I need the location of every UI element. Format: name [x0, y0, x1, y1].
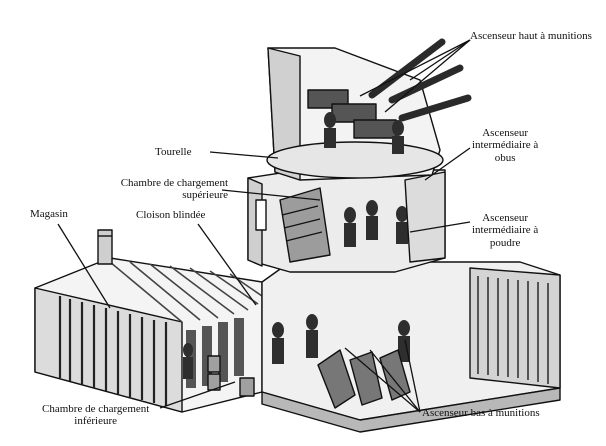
label-chamber-lower-line-2: inférieure — [74, 415, 118, 428]
label-hoist-top: Ascenseur haut à munitions — [470, 30, 592, 42]
loading-chamber — [247, 169, 446, 273]
label-turret-text: Tourelle — [155, 146, 192, 158]
lower-room-slats — [477, 276, 549, 384]
label-hoist-bottom-text: Ascenseur bas à munitions — [422, 407, 540, 419]
gun-crew — [324, 112, 404, 154]
chimney — [97, 229, 113, 265]
label-bulkhead: Cloison blindée — [136, 209, 205, 221]
label-magazine: Magasin — [30, 208, 68, 220]
chamber-crew — [344, 200, 408, 247]
label-hoist-powder-line-3: poudre — [489, 236, 521, 249]
magazine-top-ribs — [109, 261, 263, 323]
lower-handling-room — [183, 261, 561, 433]
illustration — [34, 38, 561, 433]
label-chamber-upper-line-1: Chambre de chargement — [120, 177, 228, 189]
label-hoist-shell-line-2: intermédiaire à — [472, 139, 539, 152]
turret-house — [266, 38, 472, 181]
label-hoist-shell-line-3: obus — [494, 151, 516, 164]
label-turret: Tourelle — [155, 146, 192, 158]
label-hoist-shell: Ascenseur intermédiaire à obus — [472, 127, 538, 164]
lower-room-crew — [183, 314, 410, 379]
label-hoist-powder: Ascenseur intermédiaire à poudre — [472, 212, 538, 249]
label-chamber-upper: Chambre de chargement supérieure — [100, 177, 228, 202]
label-magazine-text: Magasin — [30, 208, 68, 220]
label-chamber-upper-line-2: supérieure — [182, 189, 228, 202]
label-bulkhead-text: Cloison blindée — [136, 209, 206, 221]
label-hoist-top-text: Ascenseur haut à munitions — [470, 30, 592, 42]
magazine-block — [34, 229, 263, 413]
label-chamber-lower-line-1: Chambre de chargement — [42, 403, 150, 415]
label-hoist-powder-line-1: Ascenseur — [482, 212, 529, 224]
ammunition-hoist-cages — [317, 349, 411, 409]
magazine-slats — [58, 296, 168, 406]
turret-rotating-base — [266, 141, 444, 179]
leader-lines — [57, 39, 471, 413]
powder-cans — [207, 355, 255, 397]
label-hoist-bottom: Ascenseur bas à munitions — [422, 407, 540, 419]
label-hoist-shell-line-1: Ascenseur — [482, 127, 529, 139]
label-hoist-powder-line-2: intermédiaire à — [472, 224, 539, 237]
gun-barrels — [368, 38, 472, 122]
label-chamber-lower: Chambre de chargement inférieure — [42, 403, 149, 428]
